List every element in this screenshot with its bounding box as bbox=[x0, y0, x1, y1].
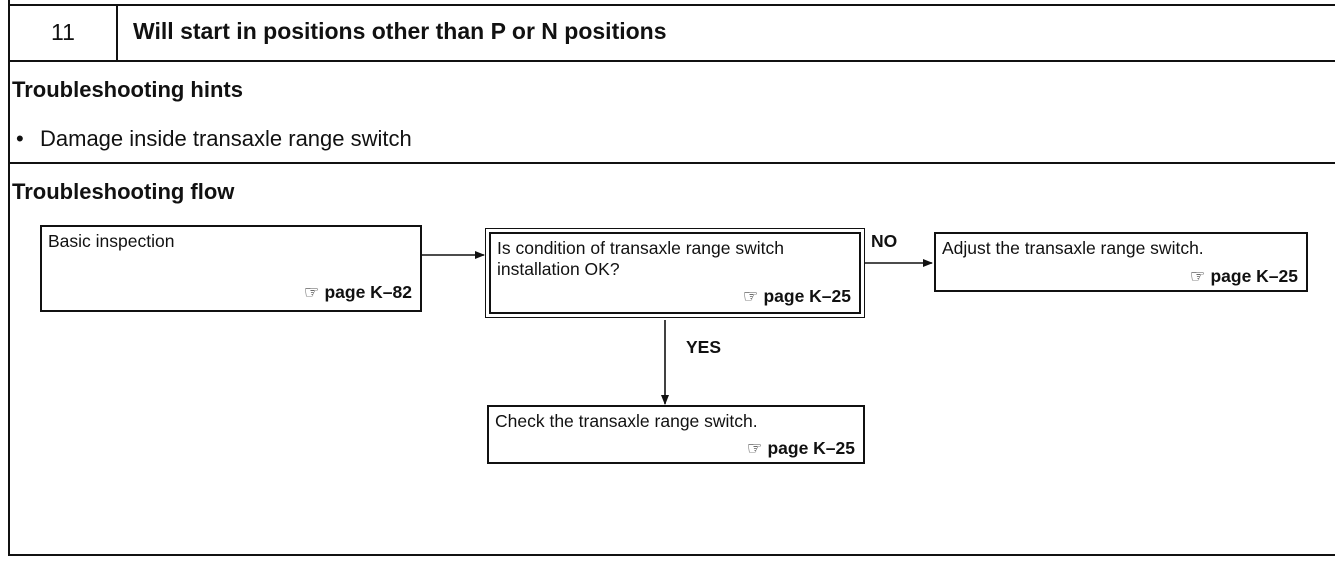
title-divider bbox=[116, 6, 118, 60]
check-ref: ☞ page K–25 bbox=[747, 438, 855, 459]
pointing-hand-icon: ☞ bbox=[1189, 266, 1206, 286]
adjust-ref: ☞ page K–25 bbox=[1190, 266, 1298, 287]
item-number: 11 bbox=[51, 18, 75, 45]
basic-inspection-ref: ☞ page K–82 bbox=[304, 282, 412, 303]
check-box: Check the transaxle range switch. ☞ page… bbox=[487, 405, 865, 464]
basic-inspection-text: Basic inspection bbox=[48, 231, 175, 251]
page-ref: page K–82 bbox=[324, 282, 412, 302]
hints-heading: Troubleshooting hints bbox=[12, 77, 243, 102]
question-text: Is condition of transaxle range switch i… bbox=[497, 238, 784, 279]
adjust-box: Adjust the transaxle range switch. ☞ pag… bbox=[934, 232, 1308, 292]
basic-inspection-box: Basic inspection ☞ page K–82 bbox=[40, 225, 422, 312]
bullet: • bbox=[16, 126, 24, 151]
title-rule bbox=[8, 60, 1335, 62]
page-frame bbox=[8, 0, 1335, 556]
pointing-hand-icon: ☞ bbox=[742, 286, 759, 306]
hints-rule bbox=[8, 162, 1335, 164]
hint-text: Damage inside transaxle range switch bbox=[40, 126, 412, 151]
check-text: Check the transaxle range switch. bbox=[495, 411, 758, 431]
yes-label: YES bbox=[686, 337, 722, 357]
page-ref: page K–25 bbox=[1210, 266, 1298, 286]
page-title: Will start in positions other than P or … bbox=[133, 18, 667, 44]
top-rule bbox=[8, 4, 1335, 6]
pointing-hand-icon: ☞ bbox=[303, 282, 320, 302]
page-ref: page K–25 bbox=[767, 438, 855, 458]
question-box: Is condition of transaxle range switch i… bbox=[485, 228, 865, 318]
flow-heading: Troubleshooting flow bbox=[12, 179, 235, 204]
no-label: NO bbox=[871, 231, 898, 251]
hint-item: • Damage inside transaxle range switch bbox=[16, 126, 412, 152]
pointing-hand-icon: ☞ bbox=[746, 438, 763, 458]
question-ref: ☞ page K–25 bbox=[743, 286, 851, 307]
adjust-text: Adjust the transaxle range switch. bbox=[942, 238, 1204, 258]
page-ref: page K–25 bbox=[763, 286, 851, 306]
